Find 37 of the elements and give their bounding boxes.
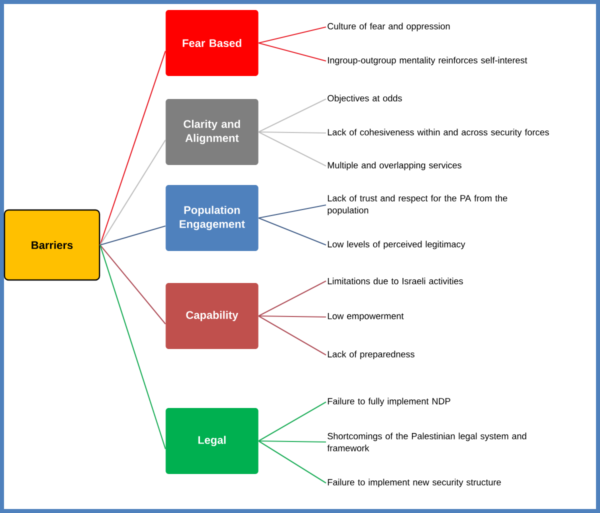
connector-line [258, 316, 326, 356]
connector-line [100, 50, 166, 246]
item-text: Lack of cohesiveness within and across security forces [328, 128, 549, 138]
root-box: Barriers [4, 209, 100, 281]
item-text: Low levels of perceived legitimacy [328, 240, 466, 250]
connector-line [258, 42, 326, 62]
connector-line [258, 98, 326, 132]
connector-line [258, 131, 326, 134]
item-text: Lack of preparedness [328, 350, 414, 360]
category-box: Legal [166, 408, 258, 474]
item-text: Failure to implement new security structure [328, 478, 501, 488]
item-text: Failure to fully implement NDP [328, 398, 450, 406]
connector-line [258, 440, 326, 484]
category-box: Clarity and Alignment [166, 99, 258, 165]
category-box: Population Engagement [166, 185, 258, 251]
connector-line [258, 315, 326, 318]
connector-line [258, 280, 326, 316]
item-text: Objectives at odds [328, 94, 402, 104]
category-box: Fear Based [166, 10, 258, 76]
connector-line [258, 402, 326, 442]
connector-line [258, 217, 326, 246]
connector-line [258, 440, 326, 443]
item-text: Limitations due to Israeli activities [328, 278, 463, 284]
item-text: Multiple and overlapping services [328, 162, 462, 170]
category-box: Capability [166, 283, 258, 349]
item-text: Ingroup-outgroup mentality reinforces self-interest [328, 56, 528, 66]
item-text: Shortcomings of the Palestinian legal system and framework [327, 432, 526, 452]
connector-line [100, 225, 166, 246]
item-text: Low empowerment [328, 312, 404, 322]
connector-line [258, 204, 326, 219]
connector-line [258, 26, 326, 44]
item-text: Lack of trust and respect for the PA from the population [328, 194, 508, 216]
connector-line [100, 244, 166, 324]
item-text: Culture of fear and oppression [328, 22, 450, 32]
connector-line [258, 132, 326, 166]
connector-line [100, 244, 166, 450]
connector-line [100, 140, 166, 246]
